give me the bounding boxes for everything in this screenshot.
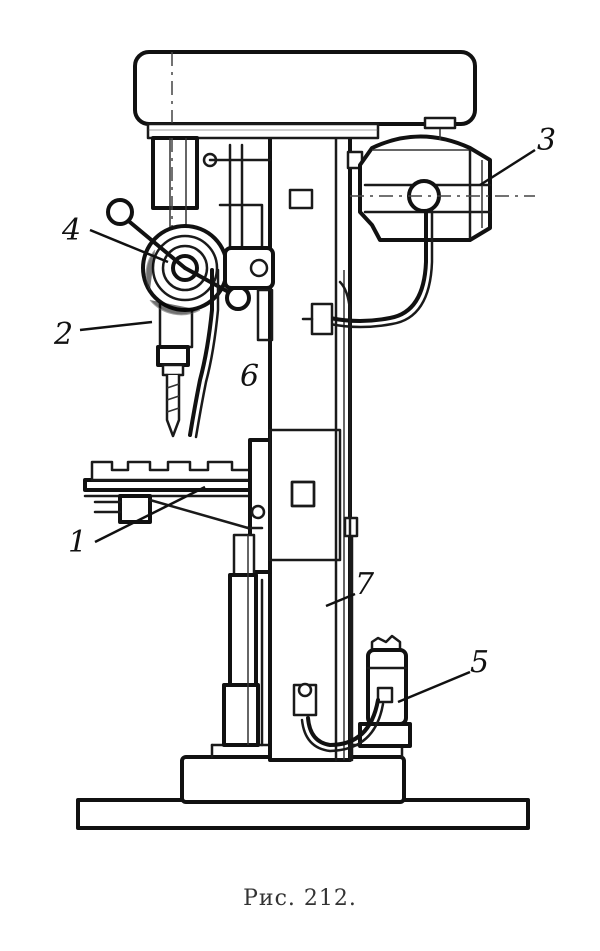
leader-3 bbox=[479, 148, 536, 187]
leader-2 bbox=[79, 320, 153, 332]
label-3: 3 bbox=[537, 123, 556, 158]
leader-7 bbox=[325, 592, 356, 608]
leader-lines bbox=[79, 148, 536, 704]
motor bbox=[346, 116, 535, 242]
column bbox=[268, 118, 359, 762]
leader-5 bbox=[397, 670, 471, 704]
vertical-rod bbox=[338, 280, 352, 762]
label-7: 7 bbox=[355, 567, 375, 602]
leader-1 bbox=[94, 485, 206, 544]
coolant-hose bbox=[188, 268, 220, 439]
label-4: 4 bbox=[61, 213, 81, 248]
label-6: 6 bbox=[240, 359, 259, 394]
column-panel bbox=[268, 428, 342, 562]
leader-4 bbox=[89, 228, 169, 264]
label-2: 2 bbox=[53, 317, 73, 352]
figure-caption: Рис. 212. bbox=[243, 886, 357, 911]
label-1: 1 bbox=[68, 525, 87, 560]
label-5: 5 bbox=[470, 645, 489, 680]
base-plate bbox=[76, 743, 530, 830]
feed-handwheel bbox=[106, 198, 275, 342]
table-support bbox=[222, 533, 264, 747]
coolant-pump bbox=[292, 634, 412, 753]
head-housing bbox=[133, 50, 477, 140]
